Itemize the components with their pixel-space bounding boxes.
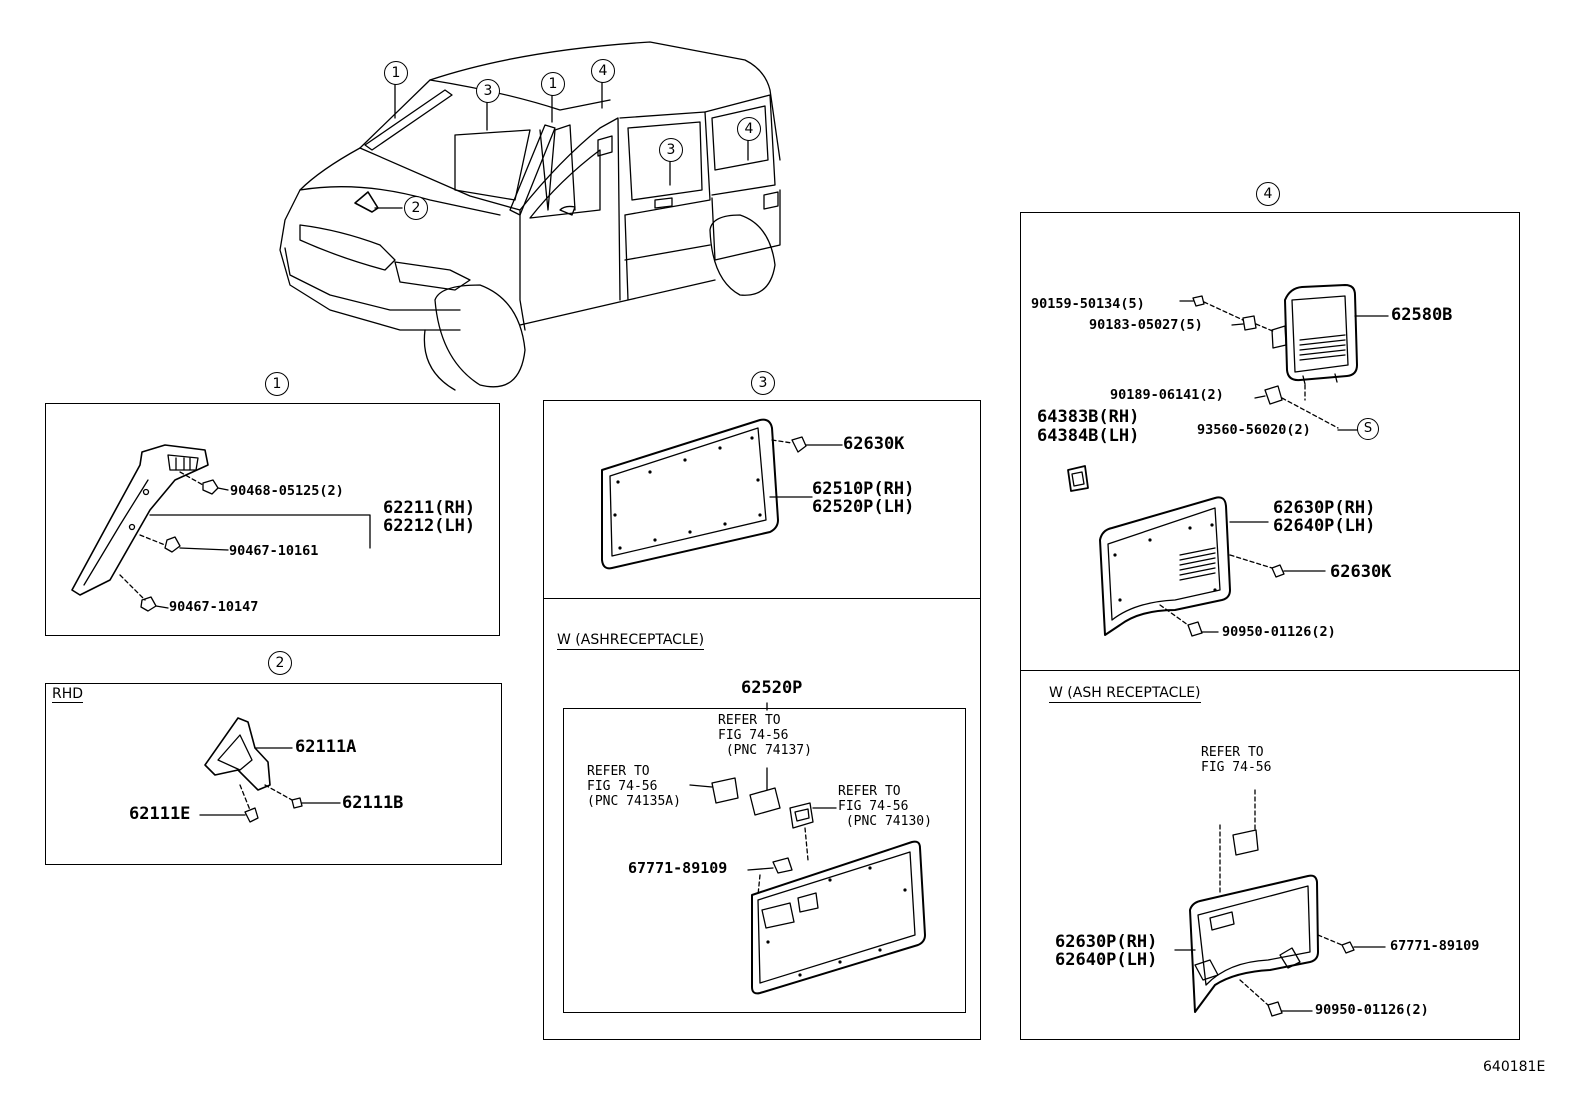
part-number: 62640P(LH) — [1055, 950, 1158, 970]
refer-to-note: REFER TO FIG 74-56 — [1201, 745, 1272, 775]
part-number: 62630P(RH) — [1055, 932, 1158, 952]
vehicle-callout: 3 — [659, 138, 683, 162]
refer-to-note: REFER TO FIG 74-56 (PNC 74135A) — [587, 764, 681, 809]
part-number: 90467-10147 — [169, 599, 259, 615]
section-4-line-art — [1067, 284, 1389, 1017]
part-number: 93560-56020(2) — [1197, 422, 1311, 438]
vehicle-callout: 1 — [384, 61, 408, 85]
refer-to-note: REFER TO FIG 74-56 (PNC 74137) — [718, 713, 812, 758]
part-number: 64383B(RH) — [1037, 407, 1140, 427]
vehicle-callout: 1 — [541, 72, 565, 96]
part-number: 90183-05027(5) — [1089, 317, 1203, 333]
section-4-callout: 4 — [1256, 182, 1280, 206]
part-number: 62640P(LH) — [1273, 516, 1376, 536]
part-number: 62211(RH) — [383, 498, 476, 518]
part-number: 62111A — [295, 737, 357, 757]
part-number: 67771-89109 — [1390, 938, 1480, 954]
part-number: 62510P(RH) — [812, 479, 915, 499]
part-number: 62111B — [342, 793, 404, 813]
part-number: 64384B(LH) — [1037, 426, 1140, 446]
figure-id: 640181E — [1483, 1059, 1546, 1075]
part-number: 90950-01126(2) — [1222, 624, 1336, 640]
part-number: 90189-06141(2) — [1110, 387, 1224, 403]
section-2-box — [45, 683, 502, 865]
s-symbol: S — [1357, 418, 1379, 440]
part-number: 90159-50134(5) — [1031, 296, 1145, 312]
section-4-box — [1020, 212, 1520, 1040]
vehicle-illustration — [279, 41, 781, 391]
vehicle-callout: 4 — [591, 59, 615, 83]
part-number: 90950-01126(2) — [1315, 1002, 1429, 1018]
part-number: 62580B — [1391, 305, 1453, 325]
part-number: 62520P — [741, 678, 803, 698]
part-number: 62212(LH) — [383, 516, 476, 536]
section-2-line-art — [199, 717, 341, 823]
section-3-sub-box — [563, 708, 966, 1013]
section-1-box — [45, 403, 500, 636]
section-1-line-art — [71, 444, 371, 612]
part-number: 62630P(RH) — [1273, 498, 1376, 518]
ash-receptacle-label: W (ASH RECEPTACLE) — [1049, 685, 1201, 704]
section-3-box — [543, 400, 981, 1040]
rhd-label: RHD — [52, 686, 84, 703]
vehicle-callout: 3 — [476, 79, 500, 103]
vehicle-callout: 2 — [404, 196, 428, 220]
vehicle-callout: 4 — [737, 117, 761, 141]
part-number: 90468-05125(2) — [230, 483, 344, 499]
section-3-divider — [543, 598, 981, 599]
section-2-callout: 2 — [268, 651, 292, 675]
part-number: 62111E — [129, 804, 191, 824]
section-3-callout: 3 — [751, 371, 775, 395]
section-4-divider — [1020, 670, 1520, 671]
section-3-line-art — [601, 418, 926, 995]
part-number: 62630K — [1330, 562, 1392, 582]
section-1-callout: 1 — [265, 372, 289, 396]
refer-to-note: REFER TO FIG 74-56 (PNC 74130) — [838, 784, 932, 829]
part-number: 62520P(LH) — [812, 497, 915, 517]
part-number: 62630K — [843, 434, 905, 454]
part-number: 90467-10161 — [229, 543, 319, 559]
ash-receptacle-label: W (ASHRECEPTACLE) — [557, 632, 705, 651]
part-number: 67771-89109 — [628, 859, 728, 877]
